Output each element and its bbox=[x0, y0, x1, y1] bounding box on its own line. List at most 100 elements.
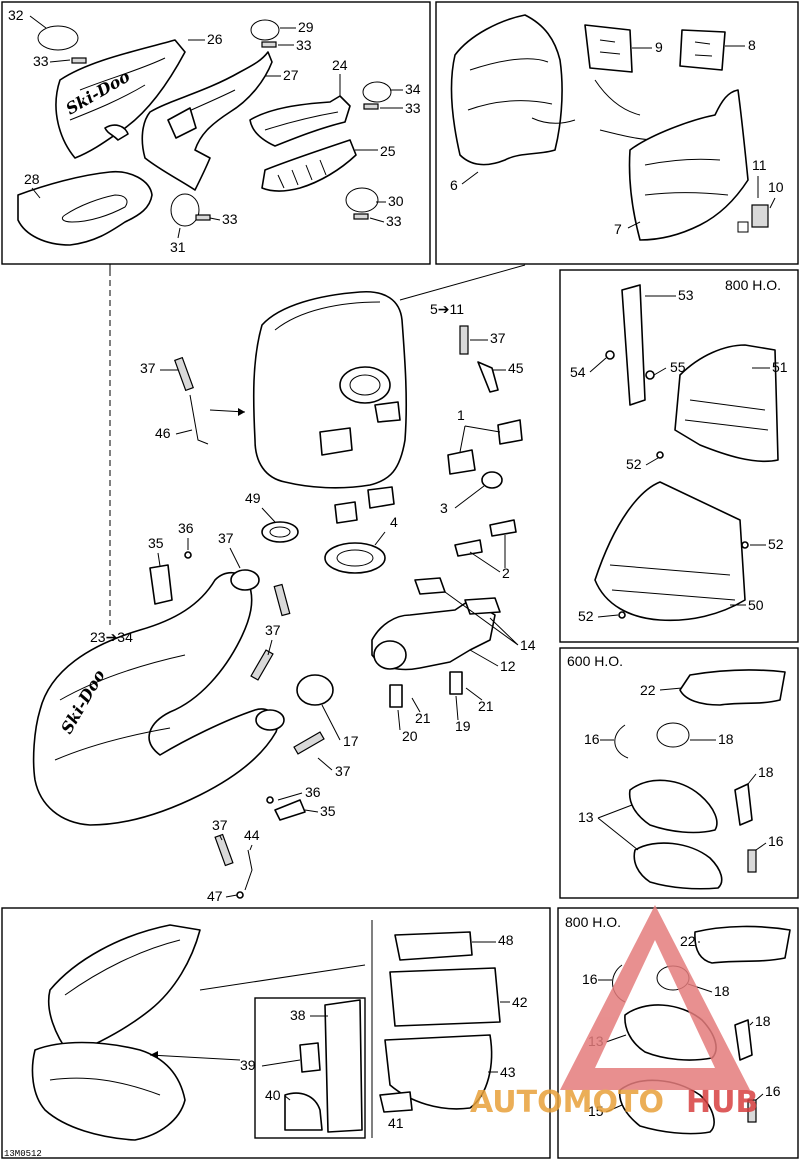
leader-top bbox=[199, 964, 366, 991]
panel-600ho bbox=[559, 647, 799, 899]
callout-18d: 18 bbox=[755, 1013, 771, 1029]
mount-2a bbox=[454, 539, 483, 557]
mount-1a bbox=[447, 449, 476, 475]
callout-30: 30 bbox=[388, 193, 404, 209]
callout-24: 24 bbox=[332, 57, 348, 73]
bottom-left-parts bbox=[31, 920, 501, 1141]
clamp-32 bbox=[37, 25, 79, 51]
pipe-inlet bbox=[230, 569, 260, 591]
callout-47: 47 bbox=[207, 888, 223, 904]
spring-16a bbox=[614, 724, 629, 759]
leader-5-11 bbox=[399, 264, 526, 301]
callout-51: 51 bbox=[772, 359, 788, 375]
callout-12: 12 bbox=[500, 658, 516, 674]
callout-50: 50 bbox=[748, 597, 764, 613]
shield-part-25 bbox=[261, 139, 357, 192]
callout-44: 44 bbox=[244, 827, 260, 843]
callout-16d: 16 bbox=[765, 1083, 781, 1099]
callout-49: 49 bbox=[245, 490, 261, 506]
watermark: AUTOMOTO HUB bbox=[470, 905, 758, 1120]
nut-52c bbox=[618, 611, 626, 619]
callout-33c: 33 bbox=[405, 100, 421, 116]
callout-7: 7 bbox=[614, 221, 622, 237]
exhaust-manifold bbox=[296, 577, 501, 708]
clamp-18b bbox=[734, 783, 753, 826]
gasket-part-9 bbox=[584, 24, 633, 73]
shield-tab bbox=[104, 124, 129, 141]
callout-37c: 37 bbox=[218, 530, 234, 546]
tuned-pipe: Ski-Doo bbox=[32, 569, 285, 826]
gasket-22b bbox=[694, 925, 791, 964]
clamp-18a bbox=[656, 722, 690, 748]
seal-ring-4 bbox=[324, 542, 386, 574]
callout-14: 14 bbox=[520, 637, 536, 653]
callout-27: 27 bbox=[283, 67, 299, 83]
bracket-45 bbox=[477, 361, 499, 393]
mounts bbox=[447, 419, 523, 557]
callout-36a: 36 bbox=[178, 520, 194, 536]
callout-35a: 35 bbox=[148, 535, 164, 551]
pad-38 bbox=[324, 999, 363, 1133]
leader-39 bbox=[149, 1054, 241, 1061]
callout-6: 6 bbox=[450, 177, 458, 193]
callout-18a: 18 bbox=[718, 731, 734, 747]
spring-37-c bbox=[293, 731, 325, 755]
callout-37d: 37 bbox=[265, 622, 281, 638]
spring-33a bbox=[71, 57, 87, 64]
panel-bottom-left bbox=[1, 907, 551, 1159]
clamp-30 bbox=[345, 187, 379, 213]
callout-45: 45 bbox=[508, 360, 524, 376]
shield-part-27 bbox=[141, 51, 273, 191]
pipe-body bbox=[32, 571, 279, 826]
callout-3: 3 bbox=[440, 500, 448, 516]
callout-33d: 33 bbox=[386, 213, 402, 229]
callout-13a: 13 bbox=[578, 809, 594, 825]
callout-25: 25 bbox=[380, 143, 396, 159]
label-800ho-lower: 800 H.O. bbox=[565, 914, 621, 930]
pipe-outlet bbox=[255, 709, 285, 731]
callout-4: 4 bbox=[390, 514, 398, 530]
watermark-text-main: AUTOMOTO bbox=[470, 1085, 664, 1120]
callout-20: 20 bbox=[402, 728, 418, 744]
callout-33a: 33 bbox=[33, 53, 49, 69]
bracket-35b bbox=[274, 799, 306, 821]
ho800-lower-parts bbox=[612, 925, 791, 1135]
hook-46 bbox=[189, 394, 209, 445]
callout-5-11: 5➔11 bbox=[430, 301, 464, 317]
callout-42: 42 bbox=[512, 994, 528, 1010]
spring-37-mid bbox=[273, 583, 291, 617]
callout-43: 43 bbox=[500, 1064, 516, 1080]
callout-22b: 22 bbox=[680, 933, 696, 949]
spring-37-b bbox=[250, 649, 274, 681]
shield-part-6 bbox=[450, 14, 563, 166]
callout-37b: 37 bbox=[140, 360, 156, 376]
callout-39: 39 bbox=[240, 1057, 256, 1073]
callout-15: 15 bbox=[588, 1103, 604, 1119]
clamp-18d bbox=[734, 1019, 753, 1061]
label-800ho-upper: 800 H.O. bbox=[725, 277, 781, 293]
callout-10: 10 bbox=[768, 179, 784, 195]
gasket-part-8 bbox=[679, 29, 726, 71]
callout-21a: 21 bbox=[415, 710, 431, 726]
pad-41 bbox=[379, 1091, 413, 1113]
nut-36a bbox=[184, 551, 192, 559]
seal-ring-49 bbox=[261, 521, 299, 543]
shield-plate bbox=[167, 107, 197, 139]
callout-28: 28 bbox=[24, 171, 40, 187]
callout-26: 26 bbox=[207, 31, 223, 47]
stud-19 bbox=[449, 671, 463, 695]
spring-33c bbox=[363, 103, 379, 110]
subpanel-38-40 bbox=[254, 997, 366, 1139]
clip-39 bbox=[299, 1042, 321, 1073]
springs bbox=[149, 325, 499, 899]
callout-11: 11 bbox=[752, 157, 767, 173]
callout-37f: 37 bbox=[212, 817, 228, 833]
callout-35b: 35 bbox=[320, 803, 336, 819]
muffler-bracket bbox=[319, 427, 353, 456]
muffler-foot-2 bbox=[367, 486, 395, 509]
muffler-shield-group bbox=[450, 14, 769, 241]
callout-18b: 18 bbox=[758, 764, 774, 780]
muffler-body bbox=[252, 291, 408, 489]
spring-33d bbox=[353, 213, 369, 220]
